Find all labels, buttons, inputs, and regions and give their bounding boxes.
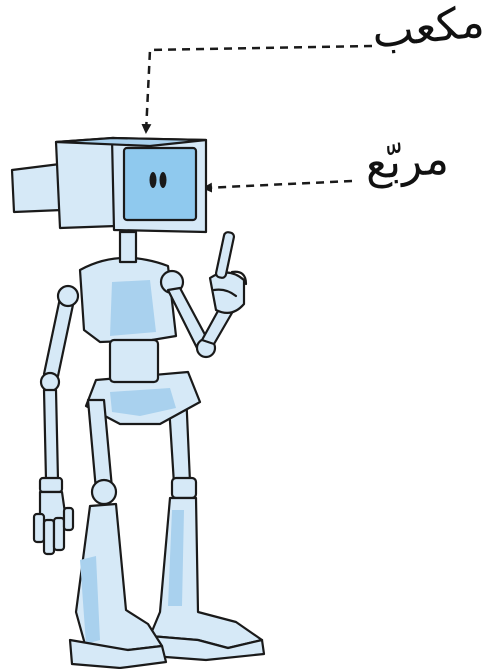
robot-left-hand	[34, 492, 73, 554]
robot-left-forearm	[44, 390, 58, 480]
robot-figure	[12, 138, 264, 668]
robot-left-shoulder	[58, 286, 78, 306]
robot-left-eye	[150, 172, 157, 188]
robot-front-knee	[92, 480, 116, 504]
square-label: مربّع	[364, 137, 450, 187]
robot-back-shin	[150, 498, 262, 648]
robot-neck	[120, 232, 136, 262]
robot-right-hand	[210, 231, 246, 312]
cube-label: مكعب	[370, 0, 486, 55]
robot-left-wrist	[40, 478, 62, 492]
square-pointer-arrow	[204, 181, 352, 188]
robot-head-back	[56, 138, 116, 228]
robot-left-elbow	[41, 373, 59, 391]
robot-back-knee	[172, 478, 196, 498]
robot-waist	[110, 340, 158, 382]
robot-torso-shade	[110, 280, 156, 336]
cube-pointer-arrow	[146, 46, 372, 132]
robot-head-side-box	[12, 164, 62, 212]
robot-left-upper-arm	[44, 298, 74, 376]
robot-right-eye	[160, 172, 167, 188]
